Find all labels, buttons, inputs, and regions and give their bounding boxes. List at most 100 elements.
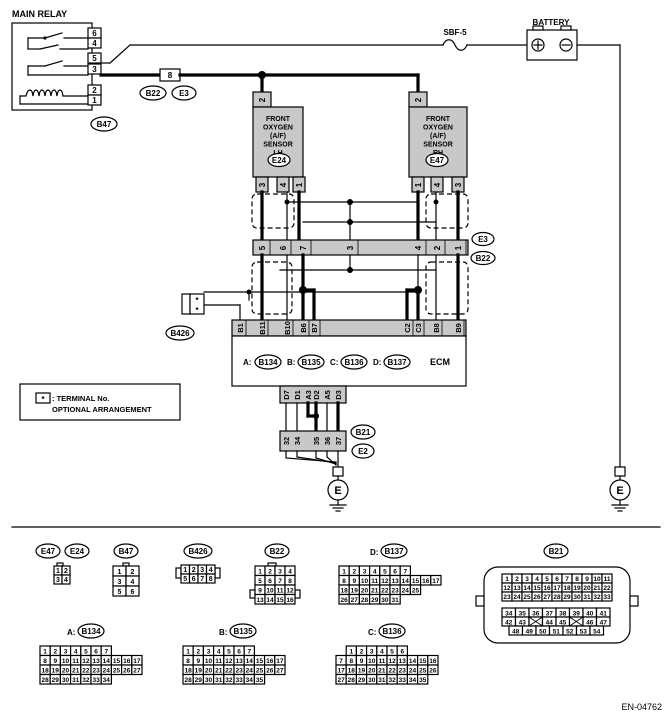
view-cell — [100, 673, 112, 685]
view-pin: 49 — [526, 629, 534, 636]
relay-pin: 4 — [92, 39, 97, 48]
view-pin: 27 — [543, 594, 551, 601]
mid-connector-pin: 3 — [346, 245, 355, 250]
view-pin: 8 — [186, 658, 190, 665]
b21-pin: 37 — [334, 437, 343, 445]
relay-pin: 1 — [92, 96, 97, 105]
b426-label-shape — [165, 325, 195, 341]
sensor-rh-top-pin: 2 — [414, 97, 423, 102]
view-pin: 1 — [342, 569, 346, 576]
view-pin: 27 — [276, 668, 284, 675]
view-label-shape — [378, 623, 406, 639]
view-pin: 34 — [409, 677, 417, 684]
view-pin: 6 — [192, 576, 196, 583]
view-pin: 8 — [349, 658, 353, 665]
view-pin: 23 — [391, 588, 399, 595]
view-pin: 2 — [515, 576, 519, 583]
view-label-shape — [543, 543, 569, 559]
view-pin: 4 — [373, 569, 377, 576]
view-pin: 7 — [278, 578, 282, 585]
sensor-label-line: FRONT — [266, 116, 291, 123]
e47-label-shape — [425, 152, 449, 168]
view-pin: 8 — [209, 576, 213, 583]
view-pin: 16 — [266, 658, 274, 665]
view-pin: 24 — [409, 668, 417, 675]
view-cell — [284, 593, 296, 605]
b47-connector-label-shape — [90, 116, 118, 132]
view-pin: 29 — [358, 677, 366, 684]
view-pin: 3 — [56, 577, 60, 584]
view-pin: 21 — [72, 668, 80, 675]
e3-relay-label-shape — [171, 85, 197, 101]
battery-ground-terminal — [614, 466, 626, 477]
b22-e3-relay-pin: 8 — [168, 71, 173, 80]
view-pin: 24 — [103, 668, 111, 675]
view-pin: 13 — [513, 585, 521, 592]
view-label: E24 — [70, 547, 85, 556]
view-pin: 32 — [388, 677, 396, 684]
b21-pin: 32 — [282, 437, 291, 445]
view-cell — [205, 573, 216, 584]
view-pin: 21 — [371, 588, 379, 595]
view-pin: 22 — [82, 668, 90, 675]
view-pin: 33 — [399, 677, 407, 684]
view-pin: 8 — [288, 578, 292, 585]
mid-connector-pin: 7 — [299, 245, 308, 250]
e24-label: E24 — [272, 156, 287, 165]
view-pin: 19 — [573, 585, 581, 592]
view-pin: 18 — [348, 668, 356, 675]
view-cell — [131, 664, 143, 676]
view-pin: 35 — [256, 677, 264, 684]
view-pin: 24 — [402, 588, 410, 595]
relay-pin-box — [87, 94, 102, 106]
view-pin: 21 — [593, 585, 601, 592]
view-pin: 4 — [131, 579, 135, 586]
upper-harness-wires — [260, 190, 460, 242]
view-label: B136 — [382, 627, 402, 636]
sensor-label-line: (A/F) — [430, 133, 446, 140]
sensor-bottom-pin: 3 — [258, 182, 267, 187]
ecm-bottom-pin: A3 — [304, 390, 313, 400]
mid-connector-pin: 6 — [279, 245, 288, 250]
view-pin: 20 — [62, 668, 70, 675]
b136-label-shape — [340, 354, 368, 370]
b426-label: B426 — [170, 329, 190, 338]
view-pin: 3 — [363, 569, 367, 576]
battery-terminal-neg — [560, 25, 572, 31]
view-pin: 11 — [371, 578, 378, 585]
b22-view-tab — [294, 589, 301, 599]
view-pin: 36 — [532, 611, 540, 618]
view-pin: 31 — [378, 677, 386, 684]
view-pin: 22 — [603, 585, 611, 592]
ecm-bottom-pin: A5 — [323, 390, 332, 400]
b22-view-tab — [249, 589, 256, 599]
view-pin: 9 — [352, 578, 356, 585]
view-pin: 33 — [235, 677, 243, 684]
view-pin: 33 — [92, 677, 100, 684]
view-pin: 26 — [429, 668, 437, 675]
view-pin: 7 — [247, 649, 251, 656]
ecm-bottom-pin-strip — [279, 385, 347, 404]
b137-label-shape — [383, 354, 411, 370]
view-pin: 28 — [348, 677, 356, 684]
b22-mid-label-shape — [470, 250, 496, 266]
view-pin: 1 — [186, 649, 190, 656]
view-pin: 3 — [207, 649, 211, 656]
view-pin: 9 — [53, 658, 57, 665]
view-pin: 23 — [235, 668, 243, 675]
view-pin: 32 — [593, 594, 601, 601]
sensor-bottom-pin: 3 — [454, 182, 463, 187]
b22-relay-label: B22 — [146, 89, 161, 98]
ecm-bottom-pin: D2 — [312, 390, 321, 400]
view-pin: 14 — [402, 578, 410, 585]
view-pin: 19 — [52, 668, 60, 675]
b426-connector — [189, 293, 205, 315]
sensor-bottom-pin: 1 — [295, 182, 304, 187]
e2-label-shape — [351, 443, 375, 459]
view-pin: 10 — [62, 658, 70, 665]
view-cell — [589, 625, 605, 636]
view-cell — [274, 664, 286, 676]
view-pin: 20 — [205, 668, 213, 675]
lower-harness-wires — [203, 253, 460, 322]
view-pin: 9 — [196, 658, 200, 665]
